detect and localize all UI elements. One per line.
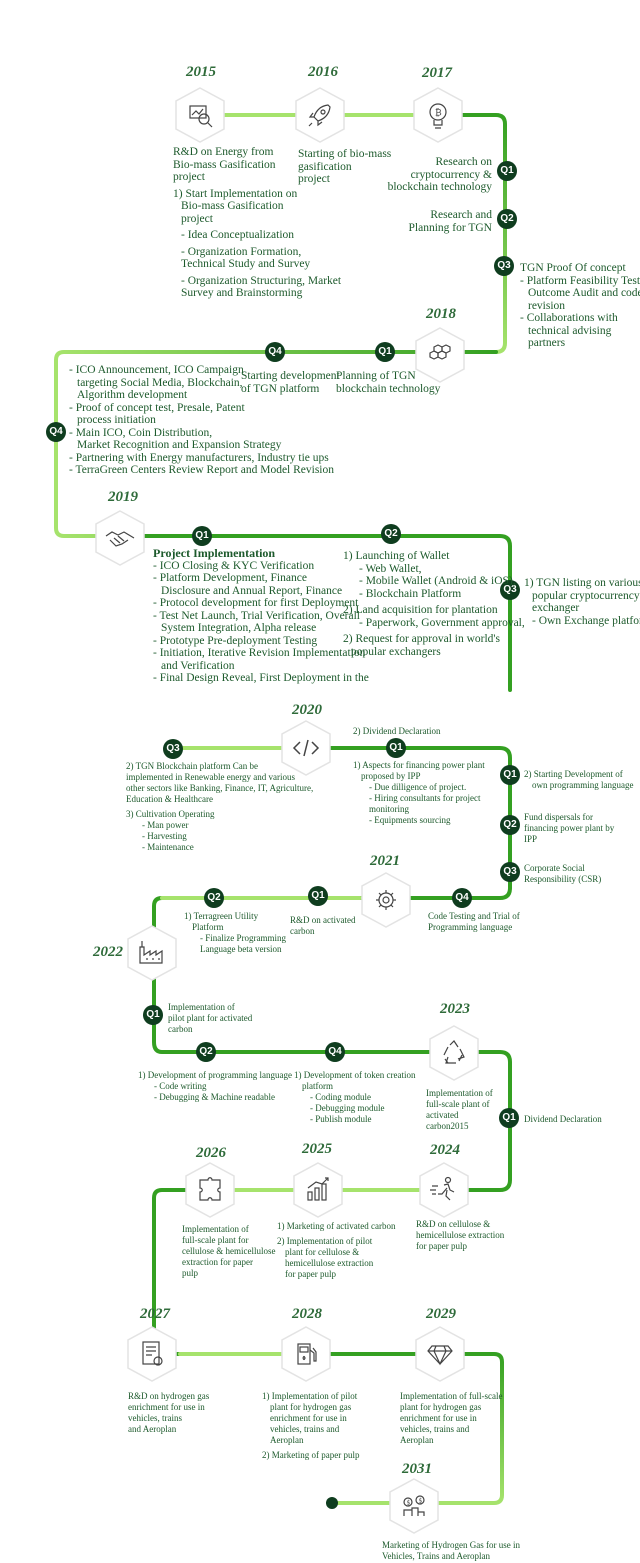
text-2019-q1: Project Implementation - ICO Closing & K… (153, 546, 369, 684)
year-2022: 2022 (93, 944, 123, 960)
rocket-icon (292, 87, 348, 143)
badge-2022-q1: Q1 (143, 1005, 163, 1025)
badge-2021-q4: Q4 (452, 888, 472, 908)
badge-2022-q4: Q4 (325, 1042, 345, 1062)
badge-2019-q2: Q2 (381, 524, 401, 544)
year-2026: 2026 (196, 1145, 226, 1161)
svg-text:₿: ₿ (435, 108, 442, 119)
hexagon-cells-icon (412, 327, 468, 383)
runner-icon (416, 1162, 472, 1218)
gear-icon (358, 872, 414, 928)
year-2031: 2031 (402, 1461, 432, 1477)
year-2020: 2020 (292, 702, 322, 718)
year-2027: 2027 (140, 1306, 170, 1322)
bar-chart-icon (290, 1162, 346, 1218)
handshake-icon (92, 510, 148, 566)
badge-2018-q4-left: Q4 (46, 422, 66, 442)
document-icon (124, 1326, 180, 1382)
year-2029: 2029 (426, 1306, 456, 1322)
badge-2020-right-q2: Q2 (500, 815, 520, 835)
text-2019-q2: 1) Launching of Wallet- Web Wallet,- Mob… (343, 550, 525, 658)
badge-2021-q2: Q2 (204, 888, 224, 908)
code-icon (278, 720, 334, 776)
magnifier-chart-icon (172, 87, 228, 143)
text-2017-q3: TGN Proof Of concept- Platform Feasibili… (520, 262, 640, 349)
year-2023: 2023 (440, 1001, 470, 1017)
year-2015: 2015 (186, 64, 216, 80)
badge-2021-q1: Q1 (308, 886, 328, 906)
badge-2018-q1: Q1 (375, 342, 395, 362)
badge-2017-q1: Q1 (497, 161, 517, 181)
year-2021: 2021 (370, 853, 400, 869)
coins-icon: $$ (386, 1478, 442, 1534)
bulb-bitcoin-icon: ₿ (410, 87, 466, 143)
text-2020-dividend: 2) Dividend Declaration (353, 726, 441, 736)
year-2016: 2016 (308, 64, 338, 80)
badge-2020-q3: Q3 (163, 739, 183, 759)
svg-text:$: $ (419, 1498, 423, 1505)
text-2024: R&D on cellulose &hemicellulose extracti… (416, 1219, 505, 1251)
badge-2020-right-q1: Q1 (500, 765, 520, 785)
year-2028: 2028 (292, 1306, 322, 1322)
badge-2019-q1: Q1 (192, 526, 212, 546)
year-2017: 2017 (422, 65, 452, 81)
badge-2017-q2: Q2 (497, 209, 517, 229)
puzzle-icon (182, 1162, 238, 1218)
badge-2023-q1: Q1 (499, 1108, 519, 1128)
svg-text:$: $ (407, 1500, 411, 1507)
badge-2020-right-q3: Q3 (500, 862, 520, 882)
badge-2020-q1: Q1 (386, 738, 406, 758)
year-2019: 2019 (108, 489, 138, 505)
text-2022-q2: 1) Development of programming language- … (138, 1070, 292, 1102)
year-2024: 2024 (430, 1142, 460, 1158)
factory-icon (124, 925, 180, 981)
year-2018: 2018 (426, 306, 456, 322)
year-2025: 2025 (302, 1141, 332, 1157)
badge-2018-q4: Q4 (265, 342, 285, 362)
diamond-icon (412, 1326, 468, 1382)
badge-2022-q2: Q2 (196, 1042, 216, 1062)
text-2023-dividend: Dividend Declaration (524, 1114, 602, 1124)
badge-2019-q3: Q3 (500, 580, 520, 600)
recycle-icon (426, 1025, 482, 1081)
badge-2017-q3: Q3 (494, 256, 514, 276)
fuel-pump-icon (278, 1326, 334, 1382)
